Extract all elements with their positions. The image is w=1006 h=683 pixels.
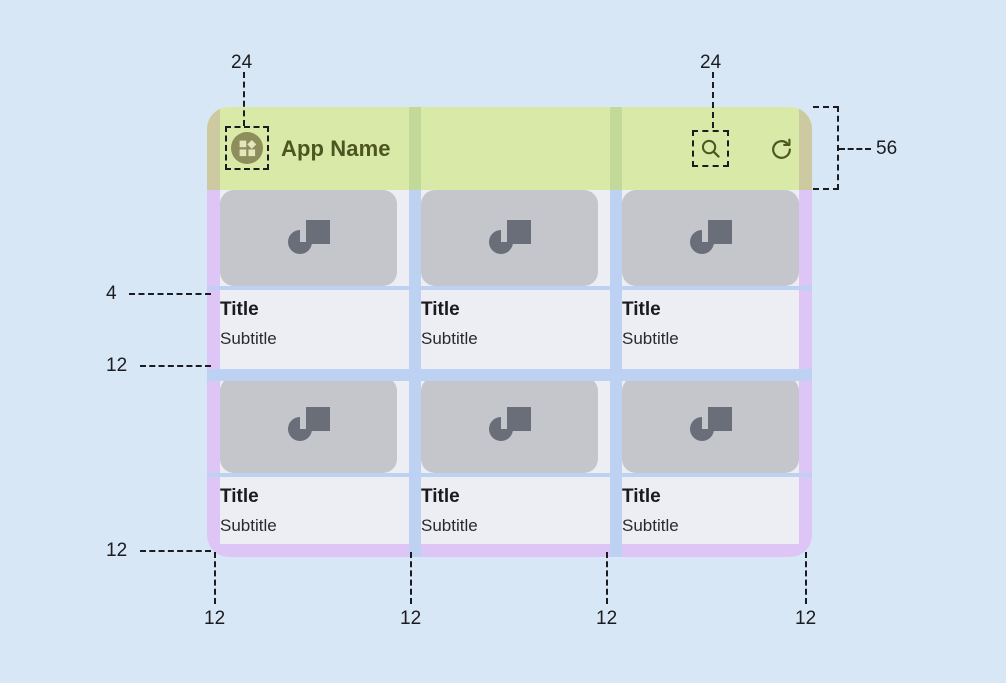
card-subtitle: Subtitle [622, 515, 679, 535]
card[interactable]: Title Subtitle [622, 377, 799, 552]
image-placeholder-icon [287, 407, 330, 441]
card-subtitle: Subtitle [220, 515, 277, 535]
annotation-image-title-gap: 4 [106, 283, 117, 304]
leader-card-row-gap [140, 365, 211, 367]
card-text: Title Subtitle [622, 286, 799, 349]
card-thumbnail [220, 377, 397, 473]
refresh-button[interactable] [765, 133, 797, 165]
search-icon [701, 139, 720, 158]
card-title: Title [220, 299, 259, 320]
card-title: Title [421, 486, 460, 507]
image-placeholder-icon [689, 407, 732, 441]
annotation-icon-size-right: 24 [700, 52, 722, 73]
card-row: Title Subtitle Title Subtitle [207, 377, 812, 552]
card-text: Title Subtitle [220, 473, 397, 536]
card-title: Title [622, 299, 661, 320]
image-placeholder-icon [689, 220, 732, 254]
annotation-app-bar-height: 56 [876, 138, 898, 159]
app-name-title: App Name [281, 135, 391, 161]
annotation-gutter-mid-1: 12 [400, 608, 422, 629]
card-thumbnail [421, 377, 598, 473]
card[interactable]: Title Subtitle [220, 377, 397, 552]
card-text: Title Subtitle [220, 286, 397, 349]
leader-icon-size-left [243, 72, 245, 126]
device-frame: App Name [207, 107, 812, 557]
card[interactable]: Title Subtitle [421, 377, 598, 552]
card[interactable]: Title Subtitle [421, 190, 598, 365]
annotation-gutter-right: 12 [795, 608, 817, 629]
card-grid: Title Subtitle Title Subtitle [207, 190, 812, 557]
leader-bottom-padding [140, 550, 211, 552]
app-logo-button[interactable] [225, 126, 269, 170]
app-bar: App Name [207, 107, 812, 190]
card-thumbnail [220, 190, 397, 286]
card[interactable]: Title Subtitle [622, 190, 799, 365]
annotation-card-row-gap: 12 [106, 355, 128, 376]
card-text: Title Subtitle [421, 473, 598, 536]
leader-gutter-right [805, 552, 807, 604]
search-focus-box [692, 130, 729, 167]
app-logo-icon [231, 132, 263, 164]
card-subtitle: Subtitle [220, 328, 277, 348]
card-title: Title [220, 486, 259, 507]
search-button[interactable] [692, 130, 729, 167]
annotation-gutter-mid-2: 12 [596, 608, 618, 629]
dimension-bracket-app-bar-height [813, 106, 839, 190]
leader-app-bar-height [839, 148, 871, 150]
card-subtitle: Subtitle [622, 328, 679, 348]
app-logo-focus-box [225, 126, 269, 170]
card-text: Title Subtitle [622, 473, 799, 536]
card-thumbnail [622, 190, 799, 286]
card-row: Title Subtitle Title Subtitle [207, 190, 812, 365]
card-thumbnail [622, 377, 799, 473]
card-title: Title [622, 486, 661, 507]
leader-image-title-gap [129, 293, 211, 295]
card-subtitle: Subtitle [421, 515, 478, 535]
card-thumbnail [421, 190, 598, 286]
image-placeholder-icon [287, 220, 330, 254]
image-placeholder-icon [488, 220, 531, 254]
leader-gutter-mid-1 [410, 552, 412, 604]
card-text: Title Subtitle [421, 286, 598, 349]
annotation-gutter-left: 12 [204, 608, 226, 629]
leader-icon-size-right [712, 72, 714, 128]
refresh-icon [771, 138, 791, 159]
image-placeholder-icon [488, 407, 531, 441]
annotation-bottom-padding: 12 [106, 540, 128, 561]
card-title: Title [421, 299, 460, 320]
annotation-icon-size-left: 24 [231, 52, 253, 73]
leader-gutter-left [214, 552, 216, 604]
leader-gutter-mid-2 [606, 552, 608, 604]
card[interactable]: Title Subtitle [220, 190, 397, 365]
card-subtitle: Subtitle [421, 328, 478, 348]
